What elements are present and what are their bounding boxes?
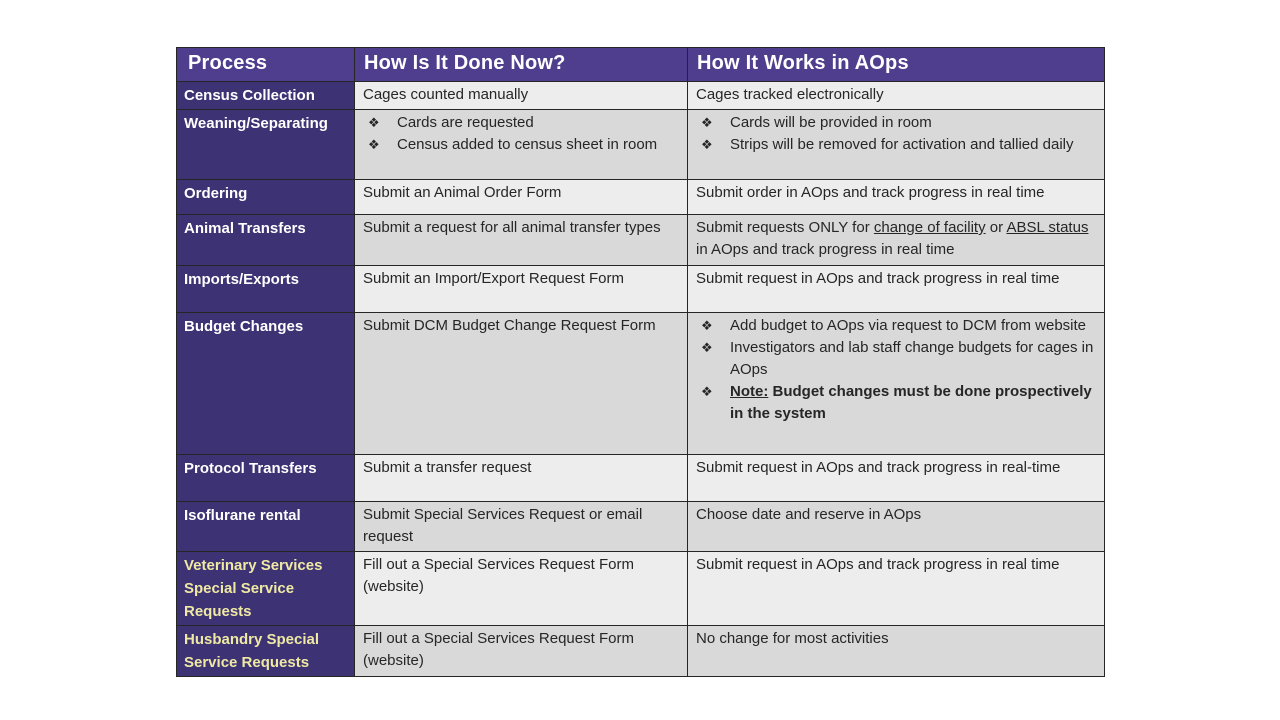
table-row-animal-transfers: Animal Transfers Submit a request for al…	[177, 215, 1104, 266]
cell-text: Fill out a Special Services Request Form…	[363, 556, 634, 595]
table-row-husbandry-special-service: Husbandry Special Service Requests Fill …	[177, 626, 1104, 676]
now-cell: Submit DCM Budget Change Request Form	[355, 313, 688, 454]
now-cell: Submit Special Services Request or email…	[355, 502, 688, 551]
cell-text: Submit requests ONLY for change of facil…	[696, 219, 1089, 258]
diamond-bullet-icon: ❖	[368, 137, 380, 152]
table-row-weaning-separating: Weaning/Separating ❖Cards are requested❖…	[177, 110, 1104, 180]
table-row-veterinary-special-service: Veterinary Services Special Service Requ…	[177, 552, 1104, 626]
cell-text: Fill out a Special Services Request Form…	[363, 630, 634, 669]
column-header-aops: How It Works in AOps	[688, 48, 1104, 81]
row-label-veterinary-special-service: Veterinary Services Special Service Requ…	[177, 552, 355, 625]
row-label-animal-transfers: Animal Transfers	[177, 215, 355, 265]
aops-cell: Submit order in AOps and track progress …	[688, 180, 1104, 214]
diamond-bullet-icon: ❖	[701, 384, 713, 399]
diamond-bullet-icon: ❖	[368, 115, 380, 130]
row-label-husbandry-special-service: Husbandry Special Service Requests	[177, 626, 355, 676]
table-row-imports-exports: Imports/Exports Submit an Import/Export …	[177, 266, 1104, 313]
table-row-ordering: Ordering Submit an Animal Order Form Sub…	[177, 180, 1104, 215]
cell-text: Submit Special Services Request or email…	[363, 506, 643, 545]
cell-text: Cards will be provided in room	[730, 114, 932, 131]
cell-text: Submit an Import/Export Request Form	[363, 270, 624, 287]
table-row-protocol-transfers: Protocol Transfers Submit a transfer req…	[177, 455, 1104, 502]
aops-cell: Submit requests ONLY for change of facil…	[688, 215, 1104, 265]
table-header-row: Process How Is It Done Now? How It Works…	[177, 48, 1104, 82]
table-row-census-collection: Census Collection Cages counted manually…	[177, 82, 1104, 110]
row-label-weaning-separating: Weaning/Separating	[177, 110, 355, 179]
now-cell: Submit a transfer request	[355, 455, 688, 501]
cell-text: Submit DCM Budget Change Request Form	[363, 317, 656, 334]
aops-cell: Submit request in AOps and track progres…	[688, 552, 1104, 625]
diamond-bullet-icon: ❖	[701, 340, 713, 355]
cell-text: Submit request in AOps and track progres…	[696, 270, 1060, 287]
row-label-census-collection: Census Collection	[177, 82, 355, 109]
aops-cell: Choose date and reserve in AOps	[688, 502, 1104, 551]
cell-text: Submit request in AOps and track progres…	[696, 459, 1061, 476]
cell-text: Submit a request for all animal transfer…	[363, 219, 661, 236]
aops-cell: No change for most activities	[688, 626, 1104, 676]
cell-text: No change for most activities	[696, 630, 889, 647]
aops-cell: Submit request in AOps and track progres…	[688, 455, 1104, 501]
cell-text: Census added to census sheet in room	[397, 136, 658, 153]
diamond-bullet-icon: ❖	[701, 137, 713, 152]
diamond-bullet-icon: ❖	[701, 115, 713, 130]
cell-text: Cards are requested	[397, 114, 534, 131]
diamond-bullet-icon: ❖	[701, 318, 713, 333]
cell-text: Cages tracked electronically	[696, 86, 884, 103]
aops-cell: Cages tracked electronically	[688, 82, 1104, 109]
now-cell: ❖ Cards are requested ❖ Census added to cen…	[355, 110, 688, 179]
aops-cell: ❖ Add budget to AOps via request to DCM f…	[688, 313, 1104, 454]
process-comparison-table: Process How Is It Done Now? How It Works…	[176, 47, 1105, 677]
cell-text: Choose date and reserve in AOps	[696, 506, 922, 523]
cell-text: Submit an Animal Order Form	[363, 184, 562, 201]
cell-text: Submit request in AOps and track progres…	[696, 556, 1060, 573]
cell-text: Add budget to AOps via request to DCM fr…	[730, 317, 1087, 334]
cell-text: Investigators and lab staff change budge…	[730, 339, 1094, 378]
now-cell: Submit a request for all animal transfer…	[355, 215, 688, 265]
row-label-imports-exports: Imports/Exports	[177, 266, 355, 312]
column-header-process: Process	[177, 48, 355, 81]
row-label-protocol-transfers: Protocol Transfers	[177, 455, 355, 501]
cell-text: Note: Budget changes must be done prospe…	[730, 383, 1092, 422]
now-cell: Fill out a Special Services Request Form…	[355, 552, 688, 625]
aops-cell: ❖ Cards will be provided in room ❖ Strips w…	[688, 110, 1104, 179]
cell-text: Cages counted manually	[363, 86, 529, 103]
now-cell: Fill out a Special Services Request Form…	[355, 626, 688, 676]
cell-text: Submit order in AOps and track progress …	[696, 184, 1045, 201]
cell-text: Strips will be removed for activation an…	[730, 136, 1074, 153]
row-label-ordering: Ordering	[177, 180, 355, 214]
table-row-budget-changes: Budget Changes Submit DCM Budget Change …	[177, 313, 1104, 455]
now-cell: Submit an Import/Export Request Form	[355, 266, 688, 312]
table-row-isoflurane-rental: Isoflurane rental Submit Special Service…	[177, 502, 1104, 552]
now-cell: Submit an Animal Order Form	[355, 180, 688, 214]
aops-cell: Submit request in AOps and track progres…	[688, 266, 1104, 312]
row-label-isoflurane-rental: Isoflurane rental	[177, 502, 355, 551]
now-cell: Cages counted manually	[355, 82, 688, 109]
column-header-now: How Is It Done Now?	[355, 48, 688, 81]
cell-text: Submit a transfer request	[363, 459, 532, 476]
row-label-budget-changes: Budget Changes	[177, 313, 355, 454]
